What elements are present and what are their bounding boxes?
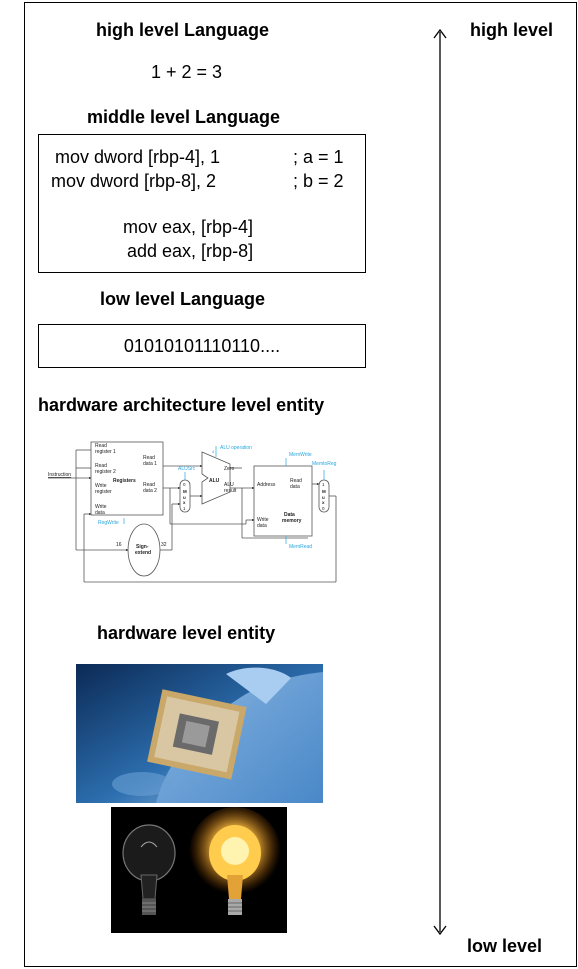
lbl-mux2-1: 1 <box>322 482 325 487</box>
lbl-read-register-1-a: Read <box>95 443 107 449</box>
lbl-bits-16: 16 <box>116 542 122 548</box>
lbl-read-data-1-a: Read <box>143 455 155 461</box>
lbl-read-register-1-b: register 1 <box>95 449 116 455</box>
lbl-instruction: Instruction <box>48 472 71 478</box>
lbl-write-register-a: Write <box>95 483 107 489</box>
middle-level-code-box: mov dword [rbp-4], 1 ; a = 1 mov dword [… <box>38 134 366 273</box>
lbl-data-memory-b: memory <box>282 518 302 524</box>
low-level-code-box: 01010101110110.... <box>38 324 366 368</box>
lbl-regwrite: RegWrite <box>98 520 119 526</box>
lbl-mux2-x: x <box>322 500 325 505</box>
cpu-chip-photo <box>76 664 323 803</box>
bulb-on <box>189 807 281 915</box>
asm-line-4: add eax, [rbp-8] <box>127 241 254 261</box>
lbl-alu-operation: ALU operation <box>220 445 252 451</box>
lbl-write-data-a: Write <box>95 504 107 510</box>
lbl-mux1-x: x <box>183 500 186 505</box>
lbl-dm-write-data-b: data <box>257 523 267 529</box>
bulb-off <box>122 824 176 915</box>
high-level-heading: high level Language <box>96 20 270 40</box>
lbl-memread: MemRead <box>289 544 312 550</box>
lbl-address: Address <box>257 482 276 488</box>
data-memory-block <box>253 465 313 537</box>
datapath-diagram: Read register 1 Read register 2 Write re… <box>48 441 337 583</box>
lbl-write-register-b: register <box>95 489 112 495</box>
asm-comment-1: ; a = 1 <box>293 147 344 167</box>
lbl-dm-read-data-b: data <box>290 484 300 490</box>
lbl-dm-write-data-a: Write <box>257 517 269 523</box>
low-level-heading: low level Language <box>100 289 266 309</box>
lbl-alu: ALU <box>209 478 220 484</box>
lbl-dm-read-data-a: Read <box>290 478 302 484</box>
asm-line-3: mov eax, [rbp-4] <box>123 217 254 237</box>
lbl-mux1-u: u <box>183 495 186 500</box>
asm-comment-2: ; b = 2 <box>293 171 344 191</box>
lbl-read-register-2-b: register 2 <box>95 469 116 475</box>
lbl-registers: Registers <box>113 478 136 484</box>
middle-level-heading: middle level Language <box>87 107 281 127</box>
lbl-write-data-b: data <box>95 510 105 516</box>
light-bulbs-photo <box>111 807 287 933</box>
hardware-heading: hardware level entity <box>97 623 276 643</box>
lbl-bits-32: 32 <box>161 542 167 548</box>
lbl-read-data-2-a: Read <box>143 482 155 488</box>
lbl-mux2-m: M <box>322 489 326 494</box>
lbl-mux1-0: 0 <box>183 482 186 487</box>
lbl-alu-op-width: 4 <box>212 449 215 454</box>
lbl-alu-result-b: result <box>224 488 237 494</box>
lbl-mux2-u: u <box>322 495 325 500</box>
axis-top-label: high level <box>470 20 554 40</box>
asm-line-1: mov dword [rbp-4], 1 <box>55 147 221 167</box>
lbl-zero: Zero <box>224 466 235 472</box>
lbl-memtoreg: MemtoReg <box>312 461 337 467</box>
lbl-sign-extend-a: Sign- <box>136 544 149 550</box>
asm-line-2: mov dword [rbp-8], 2 <box>51 171 217 191</box>
lbl-read-register-2-a: Read <box>95 463 107 469</box>
lbl-read-data-1-b: data 1 <box>143 461 157 467</box>
lbl-mux1-1: 1 <box>183 506 186 511</box>
high-level-code: 1 + 2 = 3 <box>151 62 223 82</box>
lbl-sign-extend-b: extend <box>135 550 151 556</box>
lbl-memwrite: MemWrite <box>289 452 312 458</box>
axis-bottom-label: low level <box>467 936 543 956</box>
lbl-data-memory-a: Data <box>284 512 295 518</box>
architecture-heading: hardware architecture level entity <box>38 395 325 415</box>
alu-block <box>201 451 231 505</box>
lbl-alu-result-a: ALU <box>224 482 234 488</box>
lbl-mux2-0: 0 <box>322 506 325 511</box>
cpu-chip <box>147 689 247 780</box>
lbl-mux1-m: M <box>183 489 187 494</box>
lbl-alusrc: ALUSrc <box>178 466 196 472</box>
outer-frame <box>24 2 577 967</box>
low-level-code: 01010101110110.... <box>123 336 281 356</box>
lbl-read-data-2-b: data 2 <box>143 488 157 494</box>
